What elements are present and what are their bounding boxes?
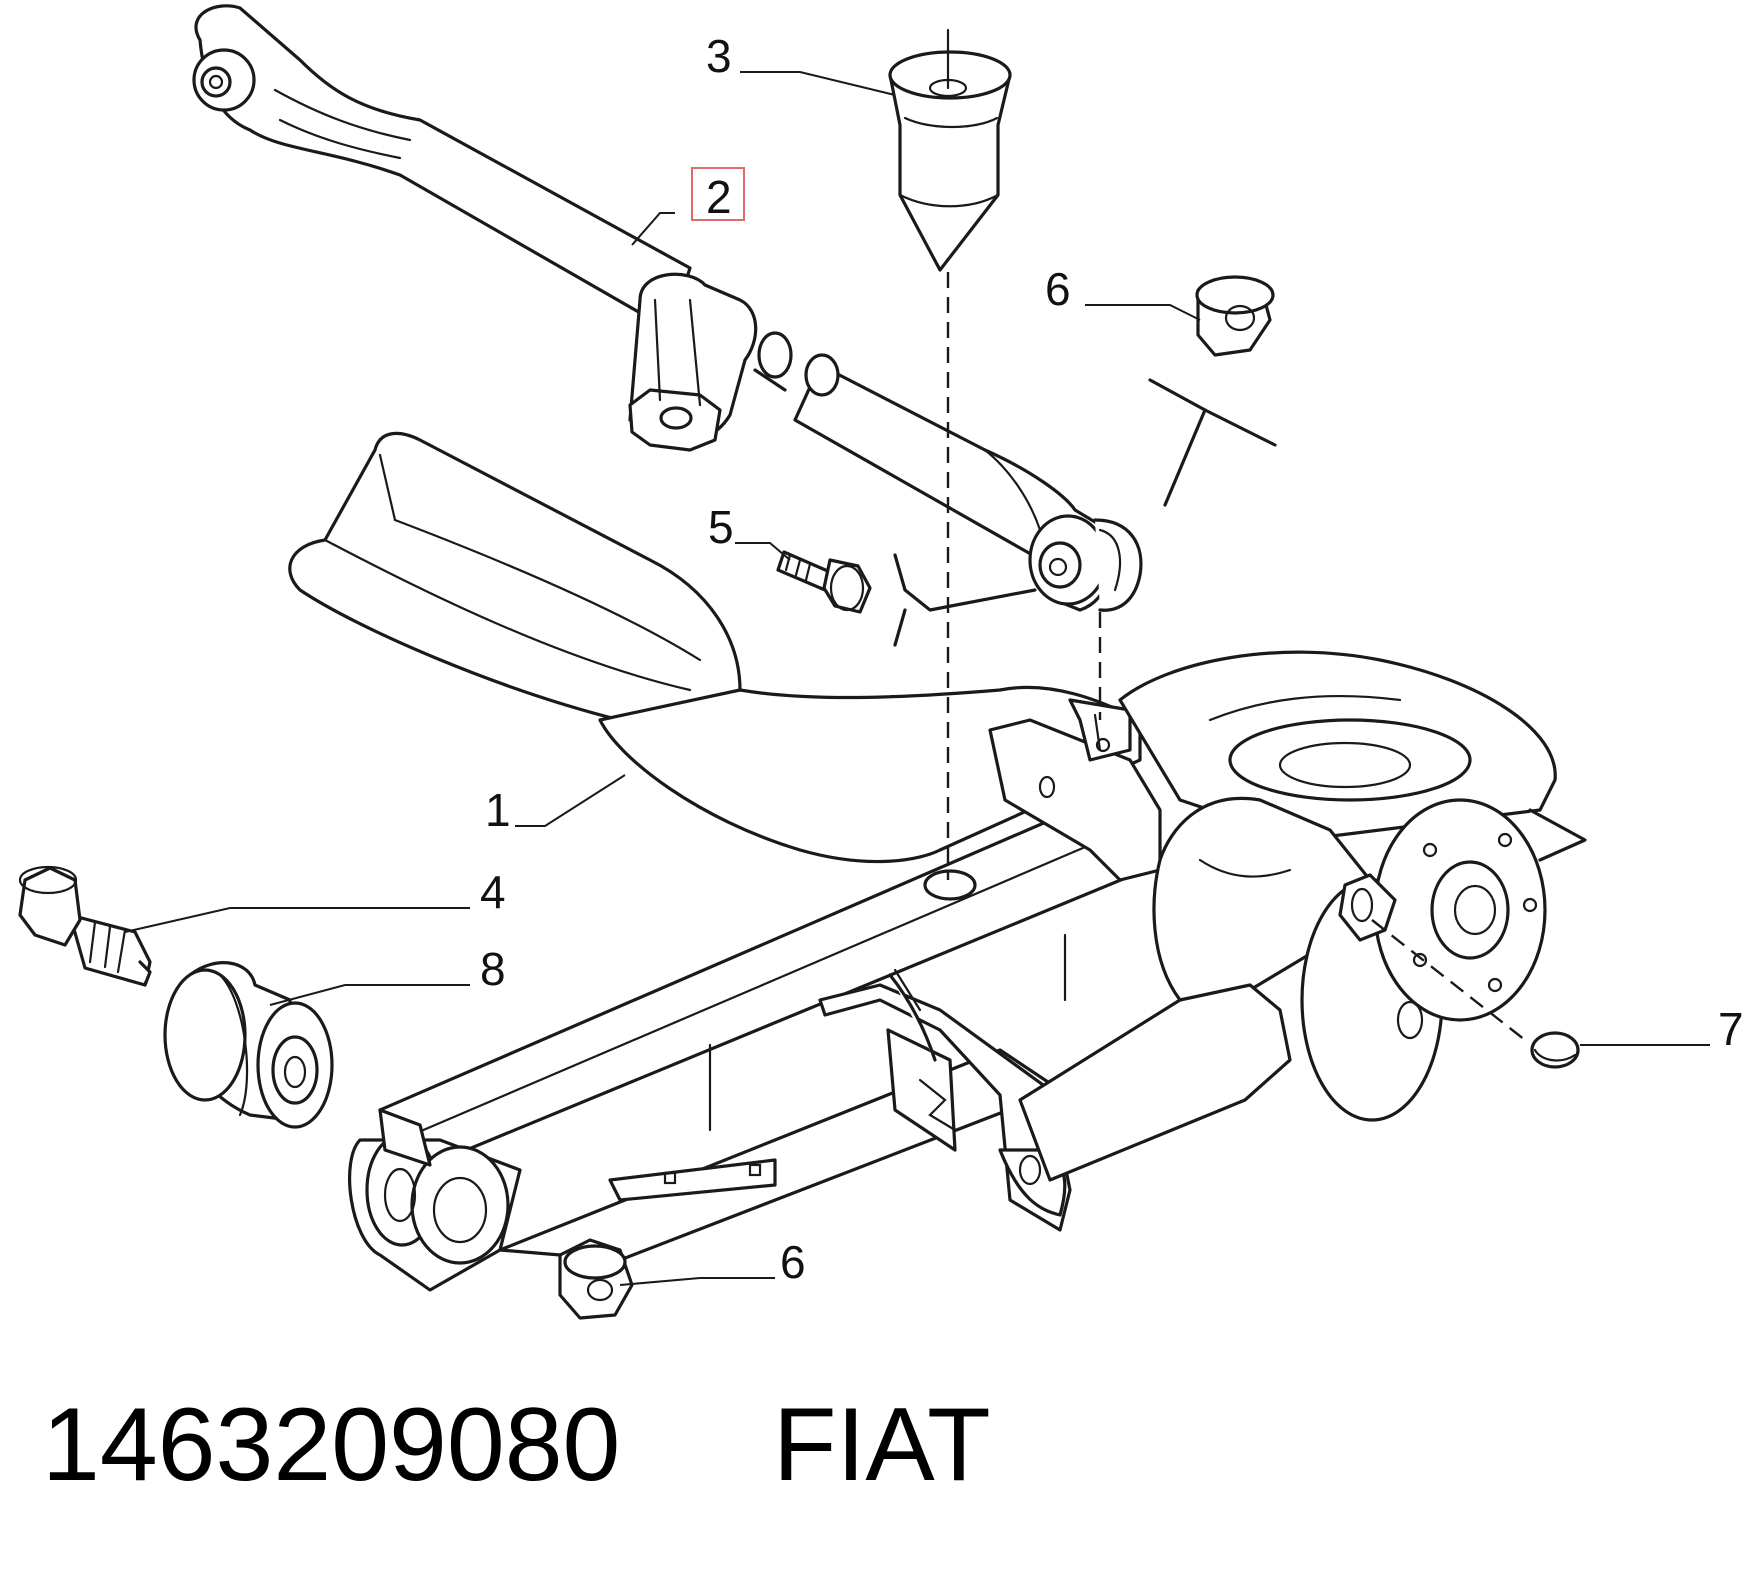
part-6-nut-top-drawing [1195,275,1275,357]
part-1-axle-beam-drawing [288,431,1587,1292]
callout-leaders [124,71,1710,1286]
callout-3: 3 [706,30,732,82]
callout-2-highlight [691,167,745,221]
part-number: 1463209080 [42,1387,620,1503]
callout-labels: 3 2 6 5 1 4 8 7 6 [480,30,1744,1288]
part-8-bushing-drawing [163,961,334,1129]
part-7-plug-drawing [1530,1031,1580,1069]
callout-8: 8 [480,943,506,995]
callout-2: 2 [706,171,732,223]
callout-6-top: 6 [1045,263,1071,315]
callout-5: 5 [708,501,734,553]
callout-6-bottom: 6 [780,1236,806,1288]
part-6-nut-bottom-drawing [558,1238,634,1320]
assembly-axis-lines [946,272,1526,1041]
part-2-bar-drawing [192,4,1143,612]
callout-1: 1 [485,784,511,836]
part-3-bump-stop-drawing [888,28,1012,272]
callout-7: 7 [1718,1003,1744,1055]
callout-4: 4 [480,866,506,918]
assembly-bracket-marks [893,378,1277,647]
part-4-bolt-drawing [18,865,152,987]
part-5-bolt-drawing [776,550,872,614]
brand-name: FIAT [773,1387,991,1503]
